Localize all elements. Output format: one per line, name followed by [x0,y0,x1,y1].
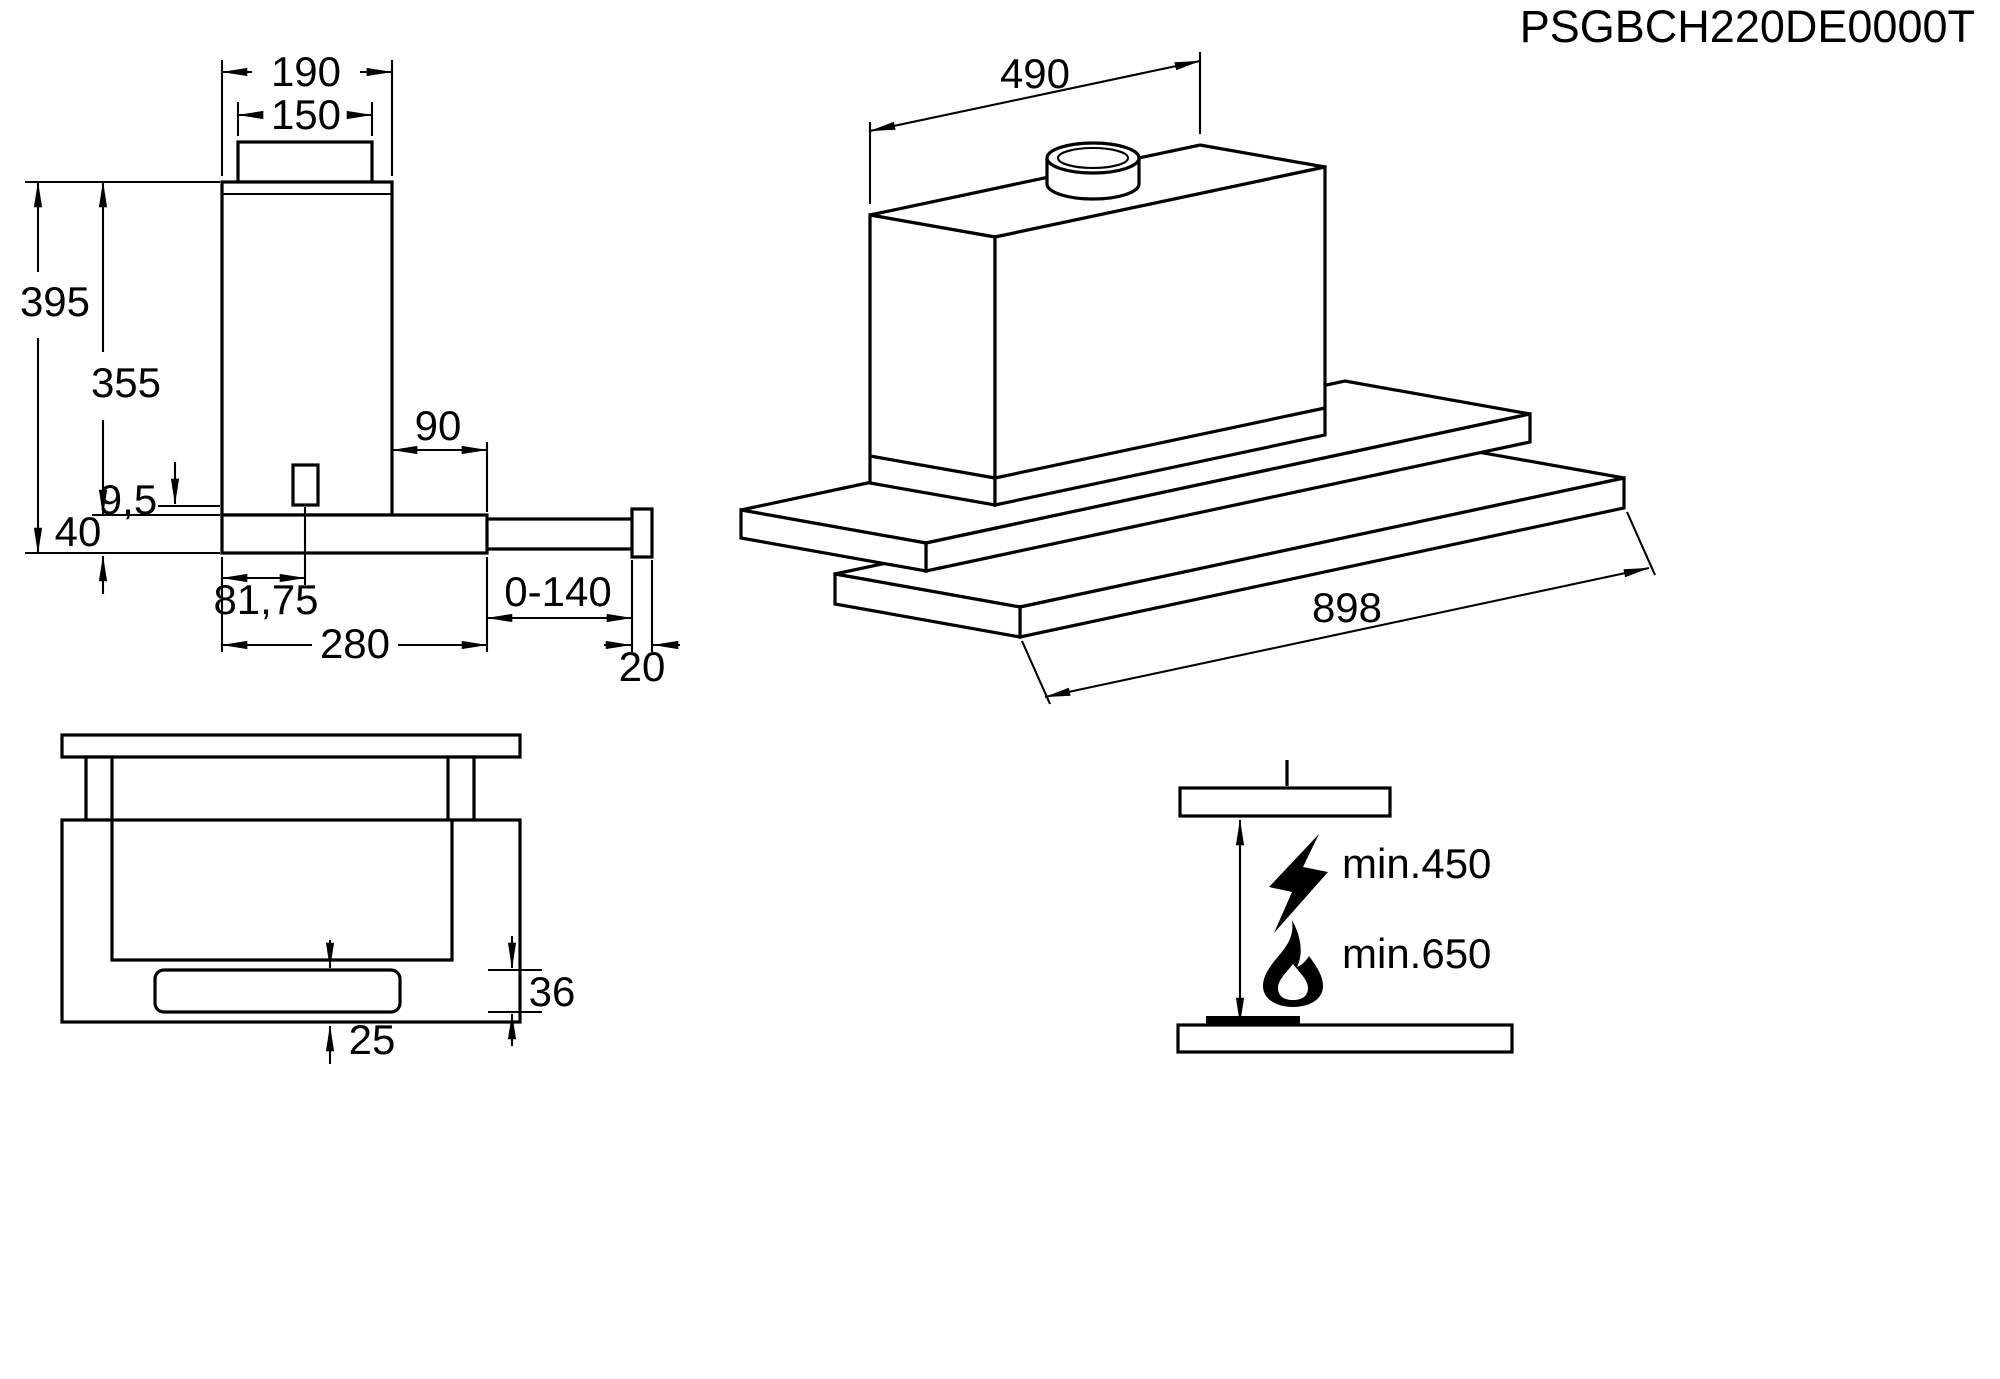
dim-handle-depth: 20 [604,640,680,690]
dim-label: 90 [415,402,462,449]
dim-base-height: 40 [55,508,108,594]
side-view: 190 150 395 355 40 9,5 90 [20,48,680,690]
exhaust-outlet-cylinder [1045,141,1141,201]
casing-left-face [868,213,997,507]
electric-clearance-label: min.450 [1342,840,1491,887]
flame-outer [1263,920,1323,1007]
dim-total-height: 395 [20,181,90,554]
dim-duct-inner: 150 [237,91,373,138]
dim-duct-outer: 190 [221,48,393,95]
perspective-view: 490 898 [739,50,1656,705]
dim-label: 190 [271,48,341,95]
flame-icon [1263,920,1323,1007]
dim-base-depth: 280 [221,620,488,667]
duct-spigot [236,140,374,184]
clearance-view: min.450 min.650 [1176,760,1514,1054]
dim-label: 150 [271,91,341,138]
chimney-body [220,180,394,517]
dim-body-height: 355 [91,181,161,516]
dim-top-lip: 9,5 [99,462,180,523]
dim-casing-width: 490 [868,50,1202,204]
dim-label: 490 [1000,50,1070,97]
extension-line [1626,511,1656,576]
dim-label: 9,5 [99,476,157,523]
visor-strip [153,968,402,1014]
hob-burner [1206,1016,1300,1026]
dim-label: 81,75 [213,576,318,623]
switch-box [291,463,320,507]
dimension-line [869,59,1201,133]
casing-front-face [993,165,1327,507]
cylinder-inner-rim [1056,146,1130,170]
side-view-outline [220,140,654,559]
dim-switch-offset: 81,75 [213,573,319,623]
hob-surface-bar [1176,1023,1514,1054]
gas-clearance-label: min.650 [1342,930,1491,977]
dim-telescopic-travel: 0-140 [486,568,633,623]
dim-label: 355 [91,359,161,406]
hood-bottom-bar [1178,786,1392,818]
casing-seam-line [994,406,1326,480]
lightning-bolt-icon [1269,834,1328,933]
visor-handle [630,507,654,559]
dim-label: 395 [20,278,90,325]
base-section [220,513,489,555]
dim-label: 0-140 [504,568,611,615]
visor-left-face [833,572,1022,639]
dim-label: 280 [320,620,390,667]
front-view: 36 25 [60,733,575,1064]
front-view-outline [60,733,522,1024]
dimension-line [1044,566,1650,699]
top-plate [60,733,522,759]
left-bracket [84,755,114,822]
dim-label: 40 [55,508,102,555]
product-code: PSGBCH220DE0000T [1520,1,1975,52]
dim-rear-offset: 90 [391,402,488,455]
extension-line [1021,640,1051,705]
dim-label: 20 [619,643,666,690]
right-bracket [446,755,476,822]
casing-seam-line [869,454,996,480]
flame-inner [1278,964,1308,1000]
dim-hood-width: 898 [1021,511,1656,705]
dim-visor-height: 36 [488,936,575,1046]
dim-label: 898 [1312,584,1382,631]
recessed-panel [110,820,454,962]
dim-label: 36 [529,968,576,1015]
base-left-face [739,508,928,573]
dim-label: 25 [349,1016,396,1063]
dim-panel-inset: 25 [325,940,396,1064]
